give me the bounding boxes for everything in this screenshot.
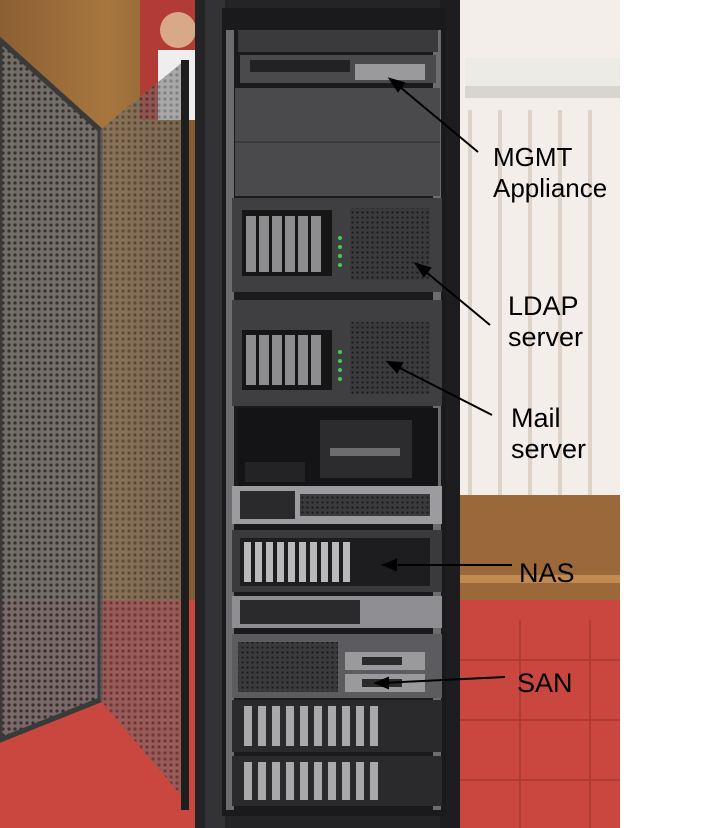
arrow-ldap — [419, 266, 491, 326]
label-ldap-line1: LDAP — [508, 291, 579, 321]
san-storage — [232, 634, 442, 806]
arrow-mail-head — [385, 360, 404, 374]
label-mgmt-appliance: MGMT Appliance — [493, 142, 607, 204]
arrow-ldap-head — [413, 262, 432, 278]
arrow-mail — [391, 363, 493, 416]
mgmt-appliance — [235, 30, 440, 196]
label-san-line1: SAN — [517, 668, 573, 698]
nas-storage — [232, 530, 442, 628]
tape-drive-shelf — [238, 408, 438, 486]
arrow-nas-head — [381, 558, 397, 572]
rack-server-2u — [232, 486, 442, 524]
label-san: SAN — [517, 668, 573, 699]
label-mail-line2: server — [511, 434, 587, 464]
arrow-mgmt — [393, 81, 479, 153]
label-ldap-line2: server — [508, 322, 584, 352]
label-mail-line1: Mail — [511, 403, 561, 433]
label-mgmt-line2: Appliance — [493, 173, 608, 203]
label-ldap-server: LDAP server — [508, 291, 583, 353]
label-mail-server: Mail server — [511, 403, 586, 465]
label-nas-line1: NAS — [519, 558, 575, 588]
ldap-server — [232, 198, 442, 292]
arrow-mgmt-head — [387, 77, 406, 93]
label-nas: NAS — [519, 558, 575, 589]
annotation-arrows — [373, 77, 512, 690]
arrow-san — [379, 676, 506, 684]
image-margin — [620, 0, 727, 828]
rack-door-left — [0, 36, 189, 810]
label-mgmt-line1: MGMT — [493, 142, 573, 172]
arrow-san-head — [373, 676, 389, 690]
mail-server — [232, 300, 442, 406]
